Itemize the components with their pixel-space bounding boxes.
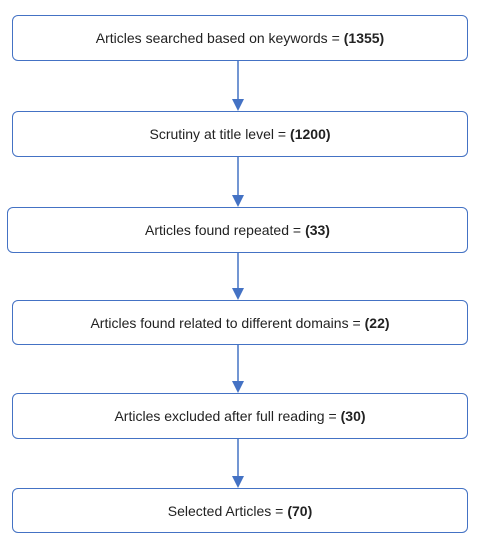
step-repeated-articles: Articles found repeated = (33) — [7, 207, 468, 253]
step-count: (33) — [305, 222, 330, 238]
step-label: Articles found repeated = — [145, 222, 302, 238]
step-count: (22) — [364, 314, 390, 331]
step-label: Scrutiny at title level = — [149, 126, 287, 142]
step-label: Selected Articles = — [167, 502, 284, 519]
arrow-5-6 — [232, 439, 244, 488]
step-different-domains: Articles found related to different doma… — [12, 300, 468, 345]
step-full-reading-exclusion: Articles excluded after full reading = (… — [12, 393, 468, 439]
arrow-4-5 — [232, 345, 244, 393]
step-count: (70) — [287, 502, 313, 519]
arrow-3-4 — [232, 253, 244, 300]
step-count: (1200) — [290, 126, 331, 142]
step-count: (1355) — [343, 30, 385, 46]
step-selected-articles: Selected Articles = (70) — [12, 488, 468, 533]
step-label: Articles excluded after full reading = — [114, 408, 337, 424]
step-keyword-search: Articles searched based on keywords = (1… — [12, 15, 468, 61]
step-label: Articles found related to different doma… — [90, 314, 361, 331]
step-count: (30) — [340, 408, 366, 424]
step-label: Articles searched based on keywords = — [95, 30, 340, 46]
step-title-scrutiny: Scrutiny at title level = (1200) — [12, 111, 468, 157]
arrow-1-2 — [232, 61, 244, 111]
arrow-2-3 — [232, 157, 244, 207]
